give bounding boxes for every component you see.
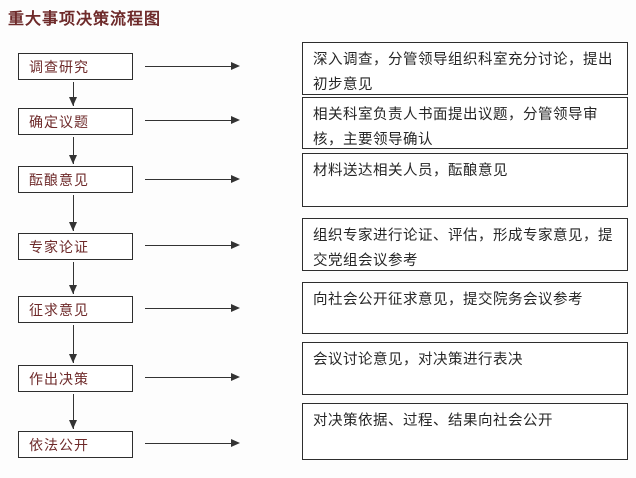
- flow-step-box: 依法公开: [18, 431, 133, 458]
- down-arrow-icon: [68, 262, 77, 294]
- flow-detail-box: 向社会公开征求意见，提交院务会议参考: [302, 282, 628, 334]
- flow-step-box: 调查研究: [18, 53, 133, 80]
- down-arrow-icon: [68, 325, 77, 363]
- right-arrow-icon: [145, 438, 240, 447]
- flow-step-box: 酝酿意见: [18, 166, 133, 193]
- down-arrow-icon: [68, 137, 77, 164]
- flow-detail-text: 相关科室负责人书面提出议题，分管领导审核，主要领导确认: [313, 107, 598, 148]
- flow-step-box: 作出决策: [18, 365, 133, 392]
- flow-detail-text: 向社会公开征求意见，提交院务会议参考: [313, 292, 583, 308]
- flow-step-label: 依法公开: [29, 436, 89, 453]
- right-arrow-icon: [145, 372, 240, 381]
- page-title: 重大事项决策流程图: [8, 11, 162, 28]
- flow-detail-box: 会议讨论意见，对决策进行表决: [302, 342, 628, 395]
- flow-detail-text: 材料送达相关人员，酝酿意见: [313, 163, 508, 179]
- flow-step-box: 确定议题: [18, 108, 133, 135]
- right-arrow-icon: [145, 240, 240, 249]
- right-arrow-icon: [145, 61, 240, 70]
- down-arrow-icon: [68, 82, 77, 106]
- flow-detail-text: 会议讨论意见，对决策进行表决: [313, 352, 523, 368]
- flow-step-label: 专家论证: [29, 238, 89, 255]
- flow-detail-box: 深入调查，分管领导组织科室充分讨论，提出初步意见: [302, 42, 628, 95]
- flow-detail-text: 组织专家进行论证、评估，形成专家意见，提交党组会议参考: [313, 228, 613, 269]
- flow-detail-text: 对决策依据、过程、结果向社会公开: [313, 413, 553, 429]
- flow-detail-box: 相关科室负责人书面提出议题，分管领导审核，主要领导确认: [302, 97, 628, 149]
- right-arrow-icon: [145, 174, 240, 183]
- flow-step-label: 酝酿意见: [29, 171, 89, 188]
- flow-step-label: 征求意见: [29, 301, 89, 318]
- flow-detail-box: 组织专家进行论证、评估，形成专家意见，提交党组会议参考: [302, 218, 628, 271]
- down-arrow-icon: [68, 195, 77, 231]
- flow-detail-box: 材料送达相关人员，酝酿意见: [302, 153, 628, 207]
- flow-step-label: 作出决策: [29, 370, 89, 387]
- down-arrow-icon: [68, 394, 77, 429]
- flow-step-box: 专家论证: [18, 233, 133, 260]
- flow-step-label: 确定议题: [29, 113, 89, 130]
- flow-detail-box: 对决策依据、过程、结果向社会公开: [302, 403, 628, 460]
- flow-detail-text: 深入调查，分管领导组织科室充分讨论，提出初步意见: [313, 52, 613, 93]
- right-arrow-icon: [145, 303, 240, 312]
- flow-step-box: 征求意见: [18, 296, 133, 323]
- flow-step-label: 调查研究: [29, 58, 89, 75]
- right-arrow-icon: [145, 115, 240, 124]
